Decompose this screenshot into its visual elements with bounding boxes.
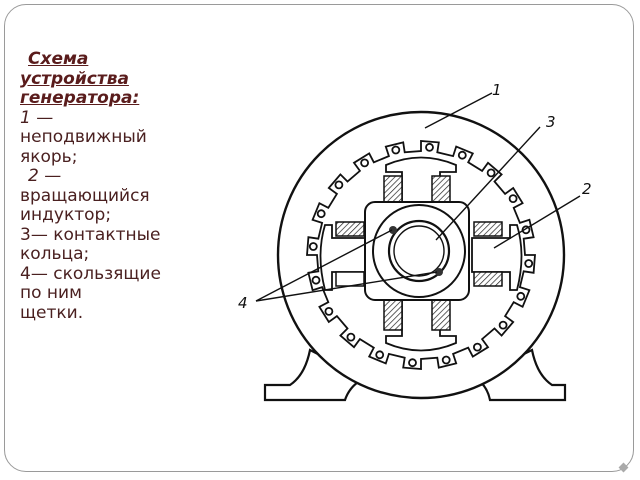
slide-frame: [4, 4, 634, 472]
legend-item-2-text: индуктор;: [20, 205, 112, 225]
stator-slot: [391, 145, 401, 155]
stator-teeth: [306, 140, 536, 370]
stator-slot: [408, 358, 417, 368]
stator-slot: [375, 350, 385, 360]
stator-slot: [425, 142, 434, 152]
legend-item-4: 4— скользящие: [20, 263, 161, 284]
stator-slot: [316, 209, 326, 219]
stator-slot: [360, 158, 370, 168]
legend-item-1-text: неподвижный: [20, 127, 147, 147]
stator-slot: [308, 242, 318, 251]
stator-slot: [441, 355, 451, 365]
stator-slot: [486, 168, 496, 178]
shaft: [393, 225, 445, 277]
label-2: 2: [582, 180, 592, 198]
legend-item-1: 1 —: [20, 107, 54, 128]
legend-text: Схема устройства генератора: 1 — неподви…: [20, 49, 220, 323]
stator-slot: [516, 291, 526, 301]
stator-slot: [334, 180, 344, 190]
stator-slot: [521, 225, 531, 235]
diagram-labels: 1 2 3 4: [238, 81, 592, 312]
label-3: 3: [546, 113, 556, 131]
stator-slot: [498, 320, 508, 330]
legend-item-2: 2 —: [28, 166, 62, 186]
stator-slot: [457, 150, 467, 160]
stator-slot: [346, 332, 356, 342]
stator-tooth-profile: [306, 140, 536, 370]
brushes: [389, 226, 443, 276]
legend-title: Схема устройства генератора:: [20, 49, 220, 109]
leader-lines: [255, 92, 581, 302]
stator-slot: [508, 194, 518, 204]
title-line: генератора:: [20, 88, 140, 108]
legend-item-4-text: щетки.: [20, 302, 84, 323]
title-line: Схема: [28, 49, 89, 69]
stator-slot: [472, 342, 482, 352]
legend-item-1-text: якорь;: [20, 146, 78, 167]
legend-item-3-text: кольца;: [20, 244, 90, 264]
label-4: 4: [238, 294, 248, 312]
stator-slot: [311, 275, 321, 285]
legend-item-4-text: по ним: [20, 283, 82, 303]
stator-slot: [524, 259, 534, 268]
title-line: устройства: [20, 68, 129, 89]
label-1: 1: [492, 81, 502, 99]
stator-slot: [324, 306, 334, 316]
legend-item-2-text: вращающийся: [20, 185, 150, 206]
legend-item-3: 3— контактные: [20, 224, 161, 245]
